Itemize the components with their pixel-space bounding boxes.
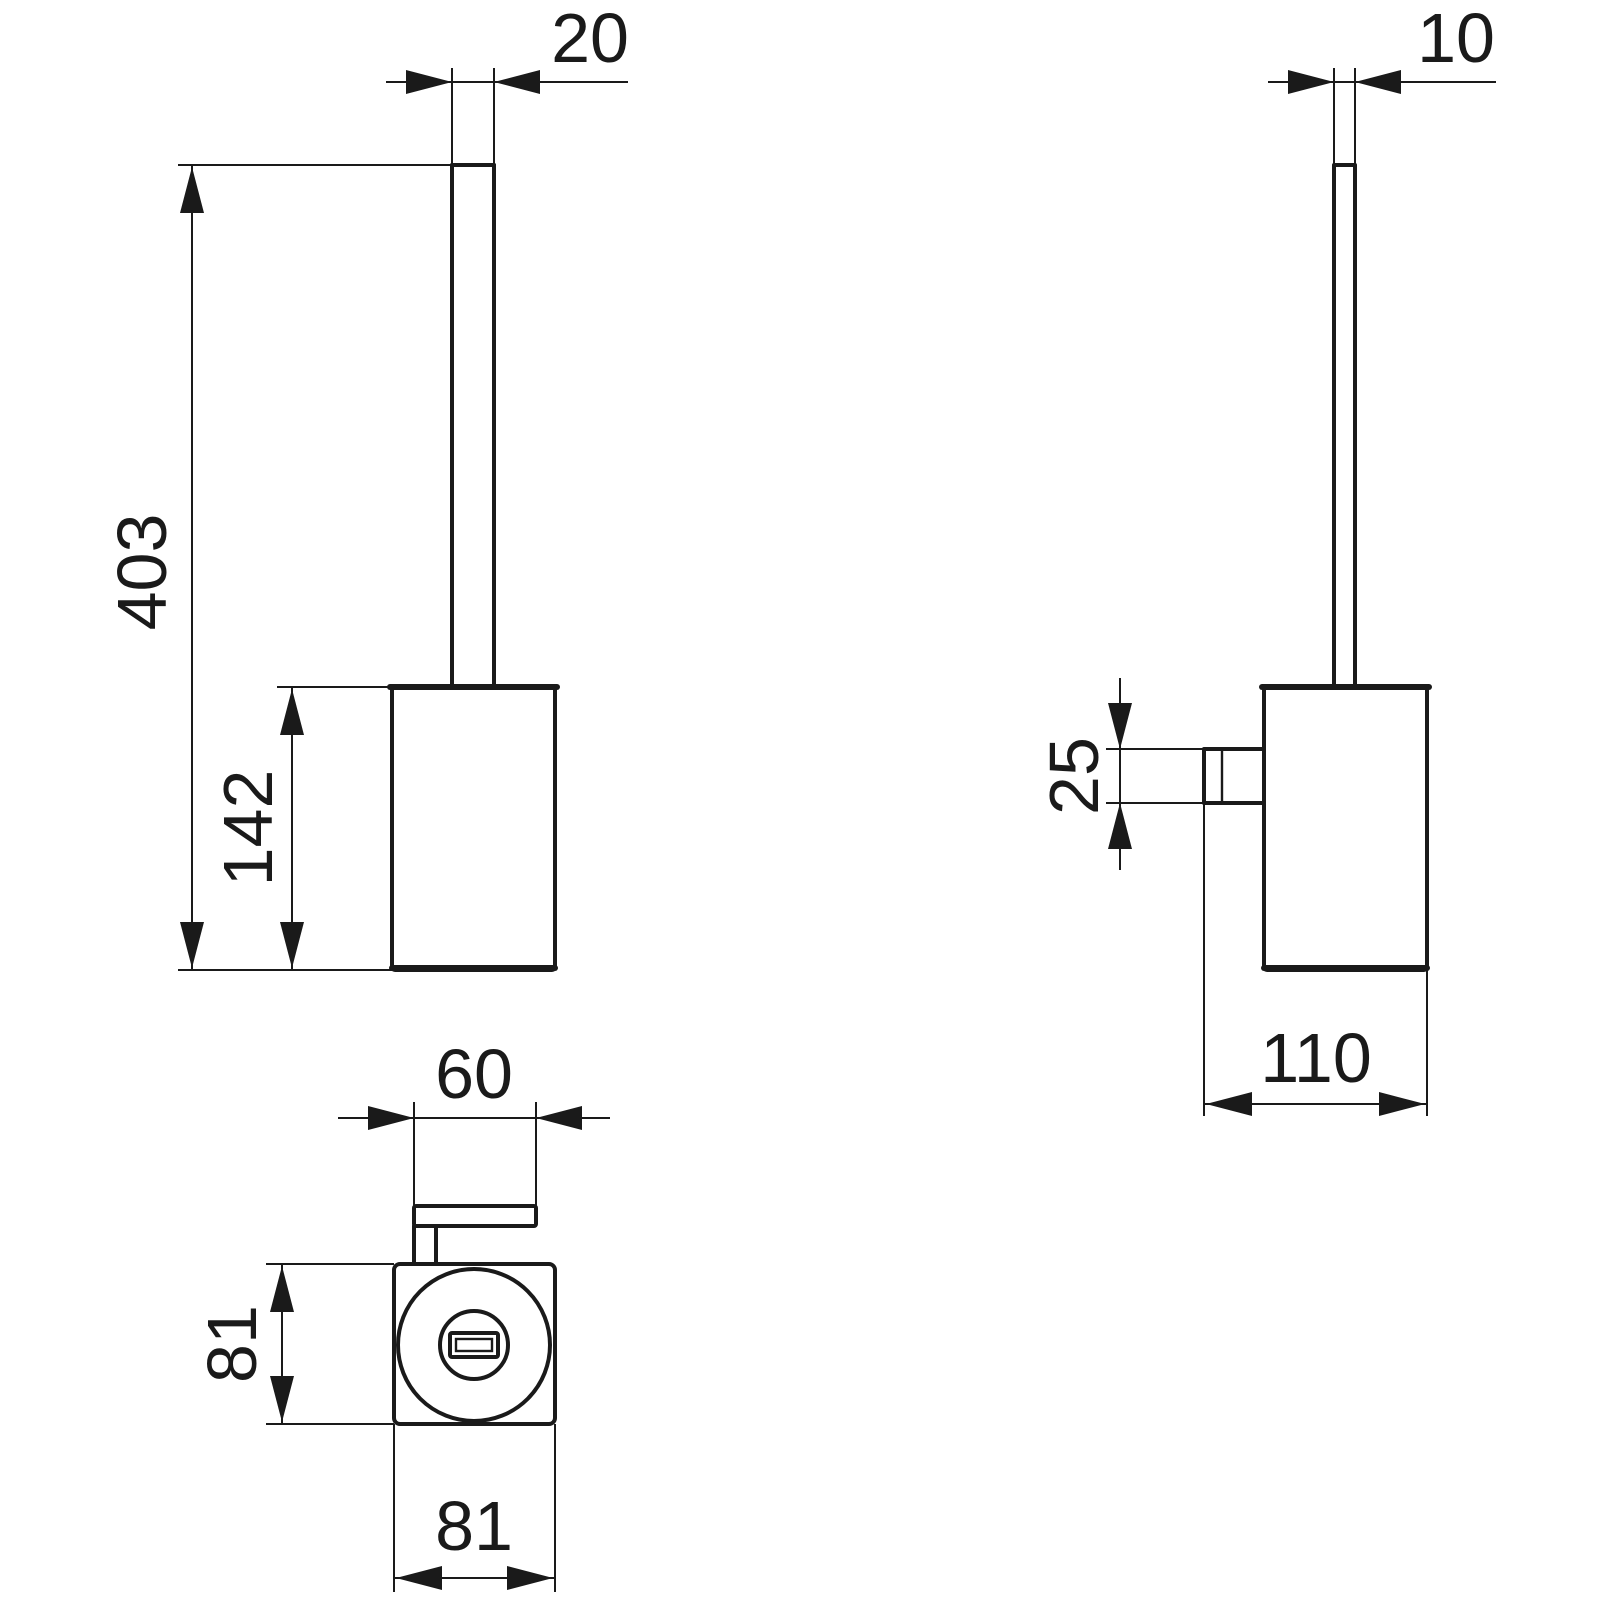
arrowhead [536,1106,582,1130]
front-handle [450,163,496,689]
side-wall-bracket [1202,747,1266,805]
dimension-label: 142 [209,770,287,887]
top-handle-slot-inner [454,1337,494,1353]
arrowhead [1288,70,1334,94]
top-handle-ring [438,1309,510,1381]
dimension-top-holder-width: 81 [393,1424,556,1592]
arrowhead [406,70,452,94]
top-bracket-plate [412,1204,538,1228]
dimension-label: 10 [1417,0,1495,77]
arrowhead [396,1566,442,1590]
arrowhead [368,1106,414,1130]
arrowhead [280,689,304,735]
top-handle-slot-outer [448,1331,500,1359]
dimension-top-holder-depth: 81 [193,1263,394,1425]
dimension-front-handle-width: 20 [386,0,629,165]
dimension-bracket-height: 25 [1035,678,1204,870]
top-holder-square [392,1262,557,1426]
side-view [1202,163,1432,972]
dimension-label: 110 [1260,1019,1372,1097]
top-view [392,1204,557,1426]
dimension-label: 81 [435,1487,513,1565]
dimension-label: 20 [551,0,629,77]
arrowhead [180,167,204,213]
side-handle [1332,163,1357,689]
arrowhead [280,922,304,968]
dimension-label: 403 [103,514,181,631]
arrowhead [507,1566,553,1590]
arrowhead [270,1376,294,1422]
arrowhead [180,922,204,968]
front-view [387,163,560,972]
dimension-holder-height: 142 [209,686,392,970]
dimension-label: 81 [193,1305,271,1383]
arrowhead [270,1266,294,1312]
arrowhead [494,70,540,94]
dimension-overall-height: 403 [103,164,452,971]
dimension-label: 60 [435,1035,513,1113]
dimension-top-bracket-width: 60 [338,1035,610,1206]
side-holder-body [1262,685,1429,972]
top-lid-circle [396,1267,552,1423]
arrowhead [1355,70,1401,94]
arrowhead [1108,703,1132,749]
dimension-label: 25 [1035,737,1113,815]
arrowhead [1206,1092,1252,1116]
arrowhead [1108,803,1132,849]
arrowhead [1379,1092,1425,1116]
dimension-side-depth: 110 [1203,803,1428,1116]
dimension-side-handle-width: 10 [1268,0,1496,165]
top-bracket-stem [412,1224,438,1266]
front-holder-body [390,685,557,972]
